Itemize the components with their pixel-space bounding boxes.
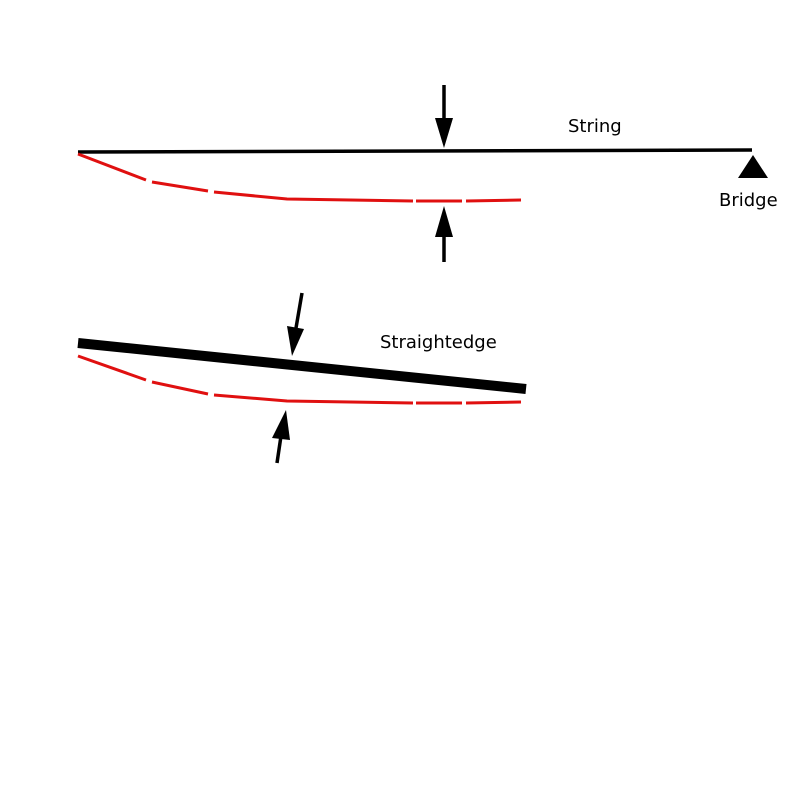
- straightedge-measurement-group: Straightedge: [77, 292, 527, 464]
- straightedge-label: Straightedge: [380, 332, 497, 353]
- bridge-label: Bridge: [719, 190, 778, 211]
- down-arrow-icon: [287, 292, 304, 356]
- straightedge-bar: [77, 338, 527, 394]
- neck-profile-bottom: [77, 354, 522, 405]
- down-arrow-icon: [435, 85, 453, 148]
- neck-profile-top: [77, 152, 522, 203]
- string-label: String: [568, 116, 622, 137]
- string-line: [77, 148, 753, 154]
- bridge-icon: [738, 155, 768, 178]
- up-arrow-icon: [435, 206, 453, 262]
- string-measurement-group: String Bridge: [77, 85, 778, 262]
- up-arrow-icon: [272, 410, 290, 464]
